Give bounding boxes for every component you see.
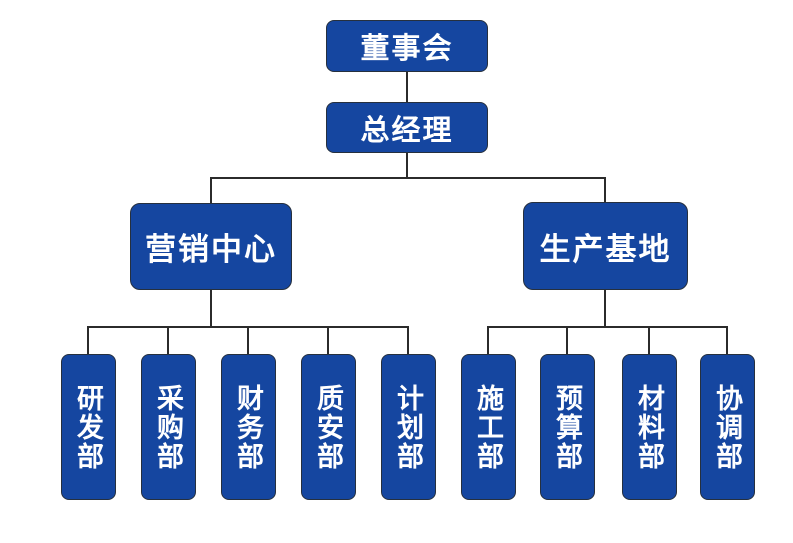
node-dept-planning: 计划部	[381, 354, 436, 500]
connector-drop-dept-finance	[247, 326, 249, 355]
connector-drop-dept-planning	[407, 326, 409, 355]
connector-production-bus	[487, 326, 728, 328]
node-board-of-directors: 董事会	[326, 20, 488, 72]
node-marketing-center: 营销中心	[130, 203, 292, 290]
connector-drop-dept-quality	[327, 326, 329, 355]
connector-drop-dept-purchasing	[167, 326, 169, 355]
node-dept-budget: 预算部	[540, 354, 595, 500]
node-dept-rd: 研发部	[61, 354, 116, 500]
connector-drop-marketing	[210, 177, 212, 204]
connector-level2-bus	[210, 177, 606, 179]
connector-root-to-executive	[406, 72, 408, 103]
connector-drop-dept-construction	[487, 326, 489, 355]
node-dept-coordination: 协调部	[700, 354, 755, 500]
connector-drop-dept-rd	[87, 326, 89, 355]
node-dept-construction: 施工部	[461, 354, 516, 500]
node-dept-finance: 财务部	[221, 354, 276, 500]
connector-drop-dept-materials	[648, 326, 650, 355]
connector-drop-dept-budget	[566, 326, 568, 355]
node-general-manager: 总经理	[326, 102, 488, 153]
node-production-base: 生产基地	[523, 202, 688, 290]
connector-production-down	[604, 290, 606, 328]
connector-marketing-down	[210, 290, 212, 328]
connector-executive-down	[406, 153, 408, 179]
node-dept-materials: 材料部	[622, 354, 677, 500]
connector-drop-production	[604, 177, 606, 203]
connector-drop-dept-coordination	[726, 326, 728, 355]
node-dept-quality-safety: 质安部	[301, 354, 356, 500]
node-dept-purchasing: 采购部	[141, 354, 196, 500]
